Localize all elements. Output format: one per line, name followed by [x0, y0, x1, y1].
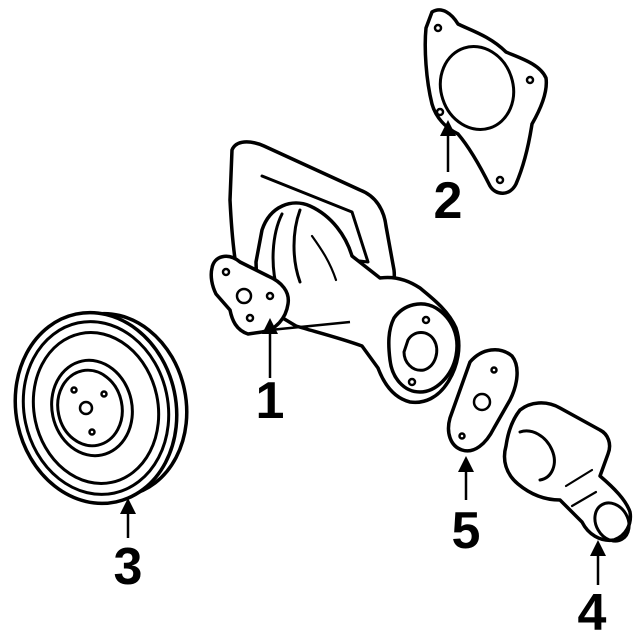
- leader-5: [458, 456, 474, 500]
- callout-4: 4: [578, 584, 607, 638]
- leader-1: [262, 318, 351, 378]
- callout-5: 5: [452, 502, 481, 560]
- part-4-outlet-housing[interactable]: [502, 401, 636, 547]
- callout-2: 2: [434, 172, 463, 230]
- part-5-gasket[interactable]: [446, 348, 519, 453]
- part-2-gasket[interactable]: [423, 8, 549, 195]
- callout-1: 1: [256, 372, 285, 430]
- callout-3: 3: [114, 538, 143, 596]
- leader-4: [590, 540, 606, 585]
- leader-3: [120, 498, 136, 538]
- part-3-pulley[interactable]: [0, 297, 203, 518]
- leader-2: [440, 120, 456, 172]
- part-1-water-pump-housing[interactable]: [209, 140, 461, 405]
